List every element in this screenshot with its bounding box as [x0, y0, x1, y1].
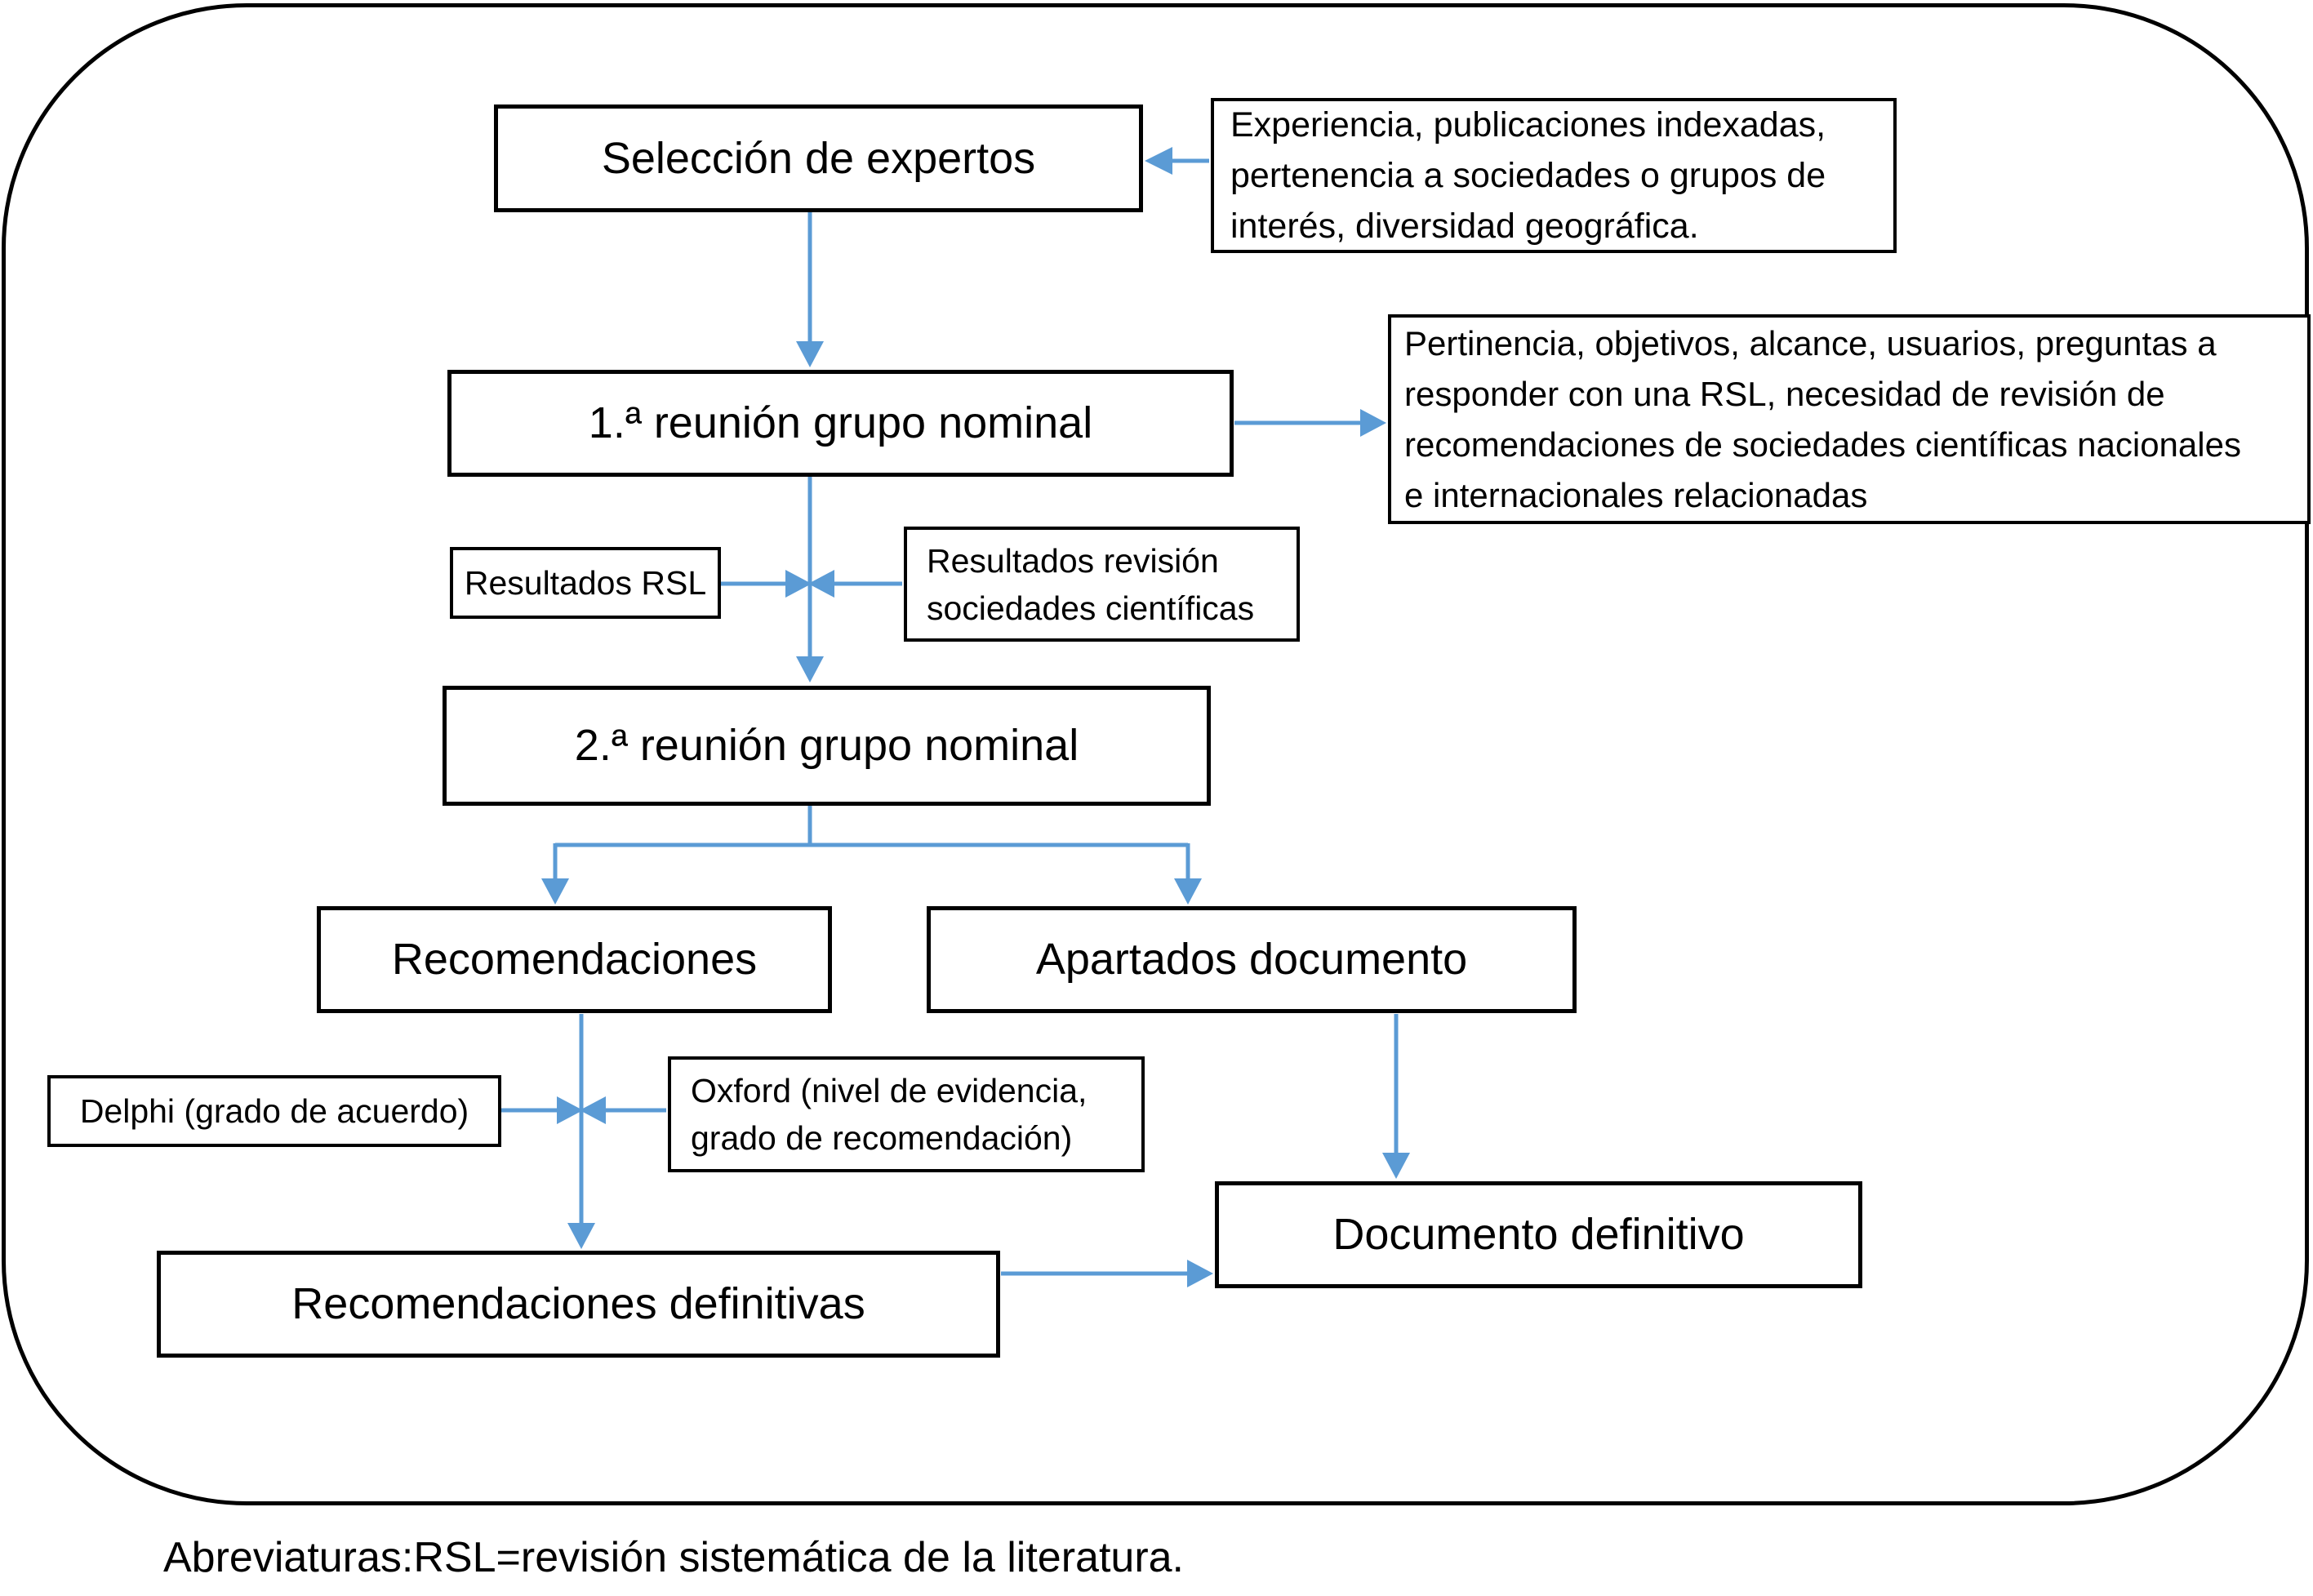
note-pertinencia: Pertinencia, objetivos, alcance, usuario…	[1388, 314, 2311, 524]
node-reunion1-label: 1.ª reunión grupo nominal	[588, 398, 1093, 448]
arrow-seleccion-to-reunion1	[796, 211, 824, 367]
arrow-delphi-to-junction	[501, 1096, 583, 1124]
node-oxford-label: Oxford (nivel de evidencia, grado de rec…	[691, 1072, 1088, 1157]
node-documento-definitivo: Documento definitivo	[1215, 1181, 1862, 1288]
arrow-reunion1-to-reunion2	[796, 477, 824, 682]
note-experiencia: Experiencia, publicaciones indexadas, pe…	[1211, 98, 1897, 253]
arrow-oxford-to-junction	[580, 1096, 666, 1124]
arrow-experiencia-to-seleccion	[1145, 147, 1209, 175]
node-resultados-rsl: Resultados RSL	[450, 547, 721, 619]
figure-rounded-border	[2, 3, 2309, 1505]
node-reunion2-label: 2.ª reunión grupo nominal	[574, 721, 1079, 771]
node-resultados-revision: Resultados revisión sociedades científic…	[904, 527, 1300, 642]
arrow-definitivas-to-documento	[1001, 1260, 1213, 1287]
node-seleccion-expertos: Selección de expertos	[494, 104, 1143, 212]
abbreviations-caption: Abreviaturas:RSL=revisión sistemática de…	[163, 1534, 1185, 1581]
node-recomendaciones: Recomendaciones	[317, 906, 832, 1013]
node-apartados-documento-label: Apartados documento	[1035, 935, 1468, 985]
node-delphi-label: Delphi (grado de acuerdo)	[79, 1092, 469, 1130]
node-recomendaciones-definitivas-label: Recomendaciones definitivas	[291, 1279, 865, 1329]
arrow-apartados-to-documento	[1382, 1014, 1410, 1179]
node-resultados-revision-label: Resultados revisión sociedades científic…	[927, 541, 1255, 627]
node-recomendaciones-label: Recomendaciones	[391, 935, 758, 985]
note-experiencia-label: Experiencia, publicaciones indexadas, pe…	[1230, 105, 1826, 246]
arrow-recomendaciones-to-definitivas	[567, 1014, 595, 1249]
node-recomendaciones-definitivas: Recomendaciones definitivas	[157, 1251, 1000, 1358]
arrow-resultados-rsl-to-junction	[721, 570, 812, 598]
node-reunion2: 2.ª reunión grupo nominal	[443, 686, 1211, 806]
node-seleccion-expertos-label: Selección de expertos	[601, 133, 1036, 183]
note-pertinencia-label: Pertinencia, objetivos, alcance, usuario…	[1404, 323, 2241, 514]
node-oxford: Oxford (nivel de evidencia, grado de rec…	[668, 1056, 1145, 1172]
node-apartados-documento: Apartados documento	[927, 906, 1577, 1013]
arrow-resultados-revision-to-junction	[808, 570, 902, 598]
node-delphi: Delphi (grado de acuerdo)	[47, 1075, 501, 1147]
node-resultados-rsl-label: Resultados RSL	[464, 564, 707, 602]
branch-reunion2-to-recomendaciones-apartados	[541, 805, 1202, 905]
node-reunion1: 1.ª reunión grupo nominal	[447, 370, 1234, 477]
node-documento-definitivo-label: Documento definitivo	[1332, 1210, 1745, 1260]
arrow-reunion1-to-pertinencia	[1234, 409, 1386, 437]
